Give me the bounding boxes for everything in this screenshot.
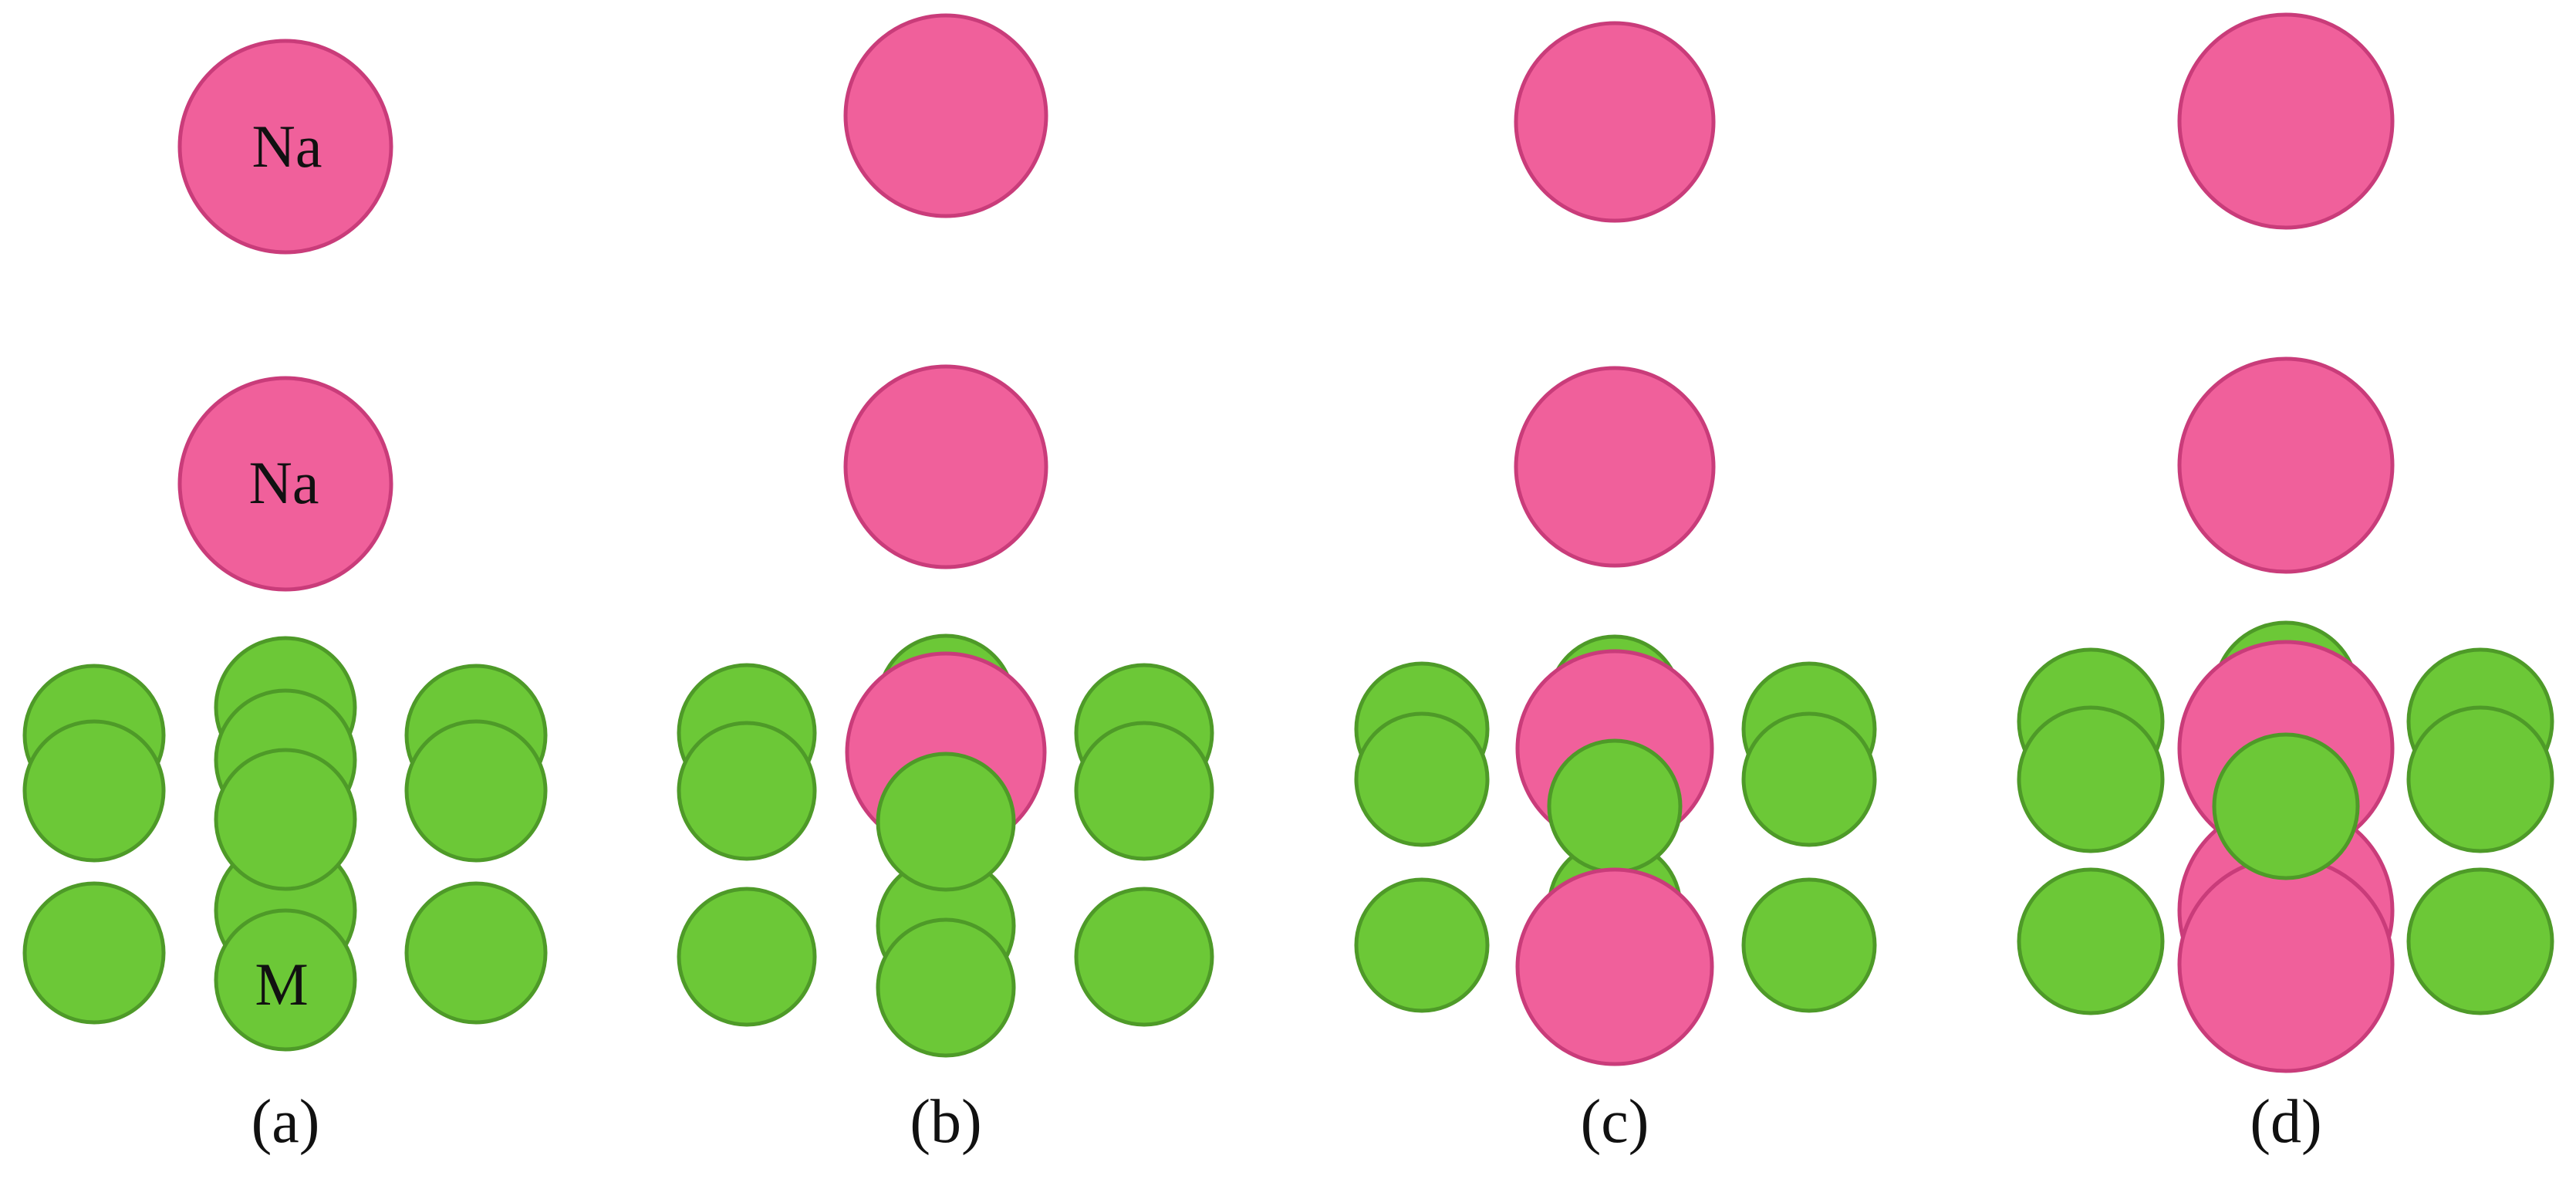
na-label: Na bbox=[252, 113, 322, 180]
panel-label-c: (c) bbox=[1581, 1088, 1649, 1156]
m-atom bbox=[677, 721, 817, 861]
m-label: M bbox=[255, 951, 308, 1018]
na-atom bbox=[1515, 867, 1714, 1066]
panel-label-a: (a) bbox=[252, 1088, 320, 1156]
m-atom bbox=[404, 719, 548, 863]
na-atom bbox=[177, 376, 393, 592]
m-atom bbox=[2017, 867, 2165, 1015]
na-atom bbox=[843, 13, 1048, 218]
m-atom bbox=[404, 881, 548, 1025]
m-atom bbox=[876, 752, 1016, 892]
m-atom bbox=[22, 881, 166, 1025]
na-atom bbox=[2177, 856, 2395, 1073]
m-atom bbox=[1547, 738, 1683, 874]
panel-label-b: (b) bbox=[910, 1088, 981, 1156]
panel-d bbox=[2017, 12, 2554, 1073]
na-atom bbox=[1514, 366, 1716, 568]
na-label: Na bbox=[249, 449, 319, 516]
panel-a: Na Na M bbox=[22, 39, 548, 1052]
m-atom bbox=[2017, 705, 2165, 853]
na-atom bbox=[843, 364, 1048, 569]
m-atom bbox=[22, 719, 166, 863]
m-atom bbox=[1354, 877, 1490, 1013]
panel-c bbox=[1354, 21, 1877, 1066]
m-atom bbox=[677, 887, 817, 1027]
m-atom bbox=[2406, 867, 2554, 1015]
panel-b bbox=[677, 13, 1214, 1058]
m-atom bbox=[214, 908, 357, 1052]
m-atom bbox=[214, 748, 357, 891]
m-atom bbox=[1074, 887, 1214, 1027]
m-atom bbox=[1741, 711, 1877, 847]
na-atom bbox=[177, 39, 393, 255]
m-atom bbox=[876, 917, 1016, 1058]
m-atom bbox=[1741, 877, 1877, 1013]
m-atom bbox=[1354, 711, 1490, 847]
panel-label-d: (d) bbox=[2250, 1088, 2321, 1156]
m-atom bbox=[1074, 721, 1214, 861]
na-atom bbox=[2177, 12, 2395, 230]
na-atom bbox=[1514, 21, 1716, 223]
m-atom bbox=[2212, 732, 2360, 880]
na-atom bbox=[2177, 356, 2395, 574]
m-atom bbox=[2406, 705, 2554, 853]
